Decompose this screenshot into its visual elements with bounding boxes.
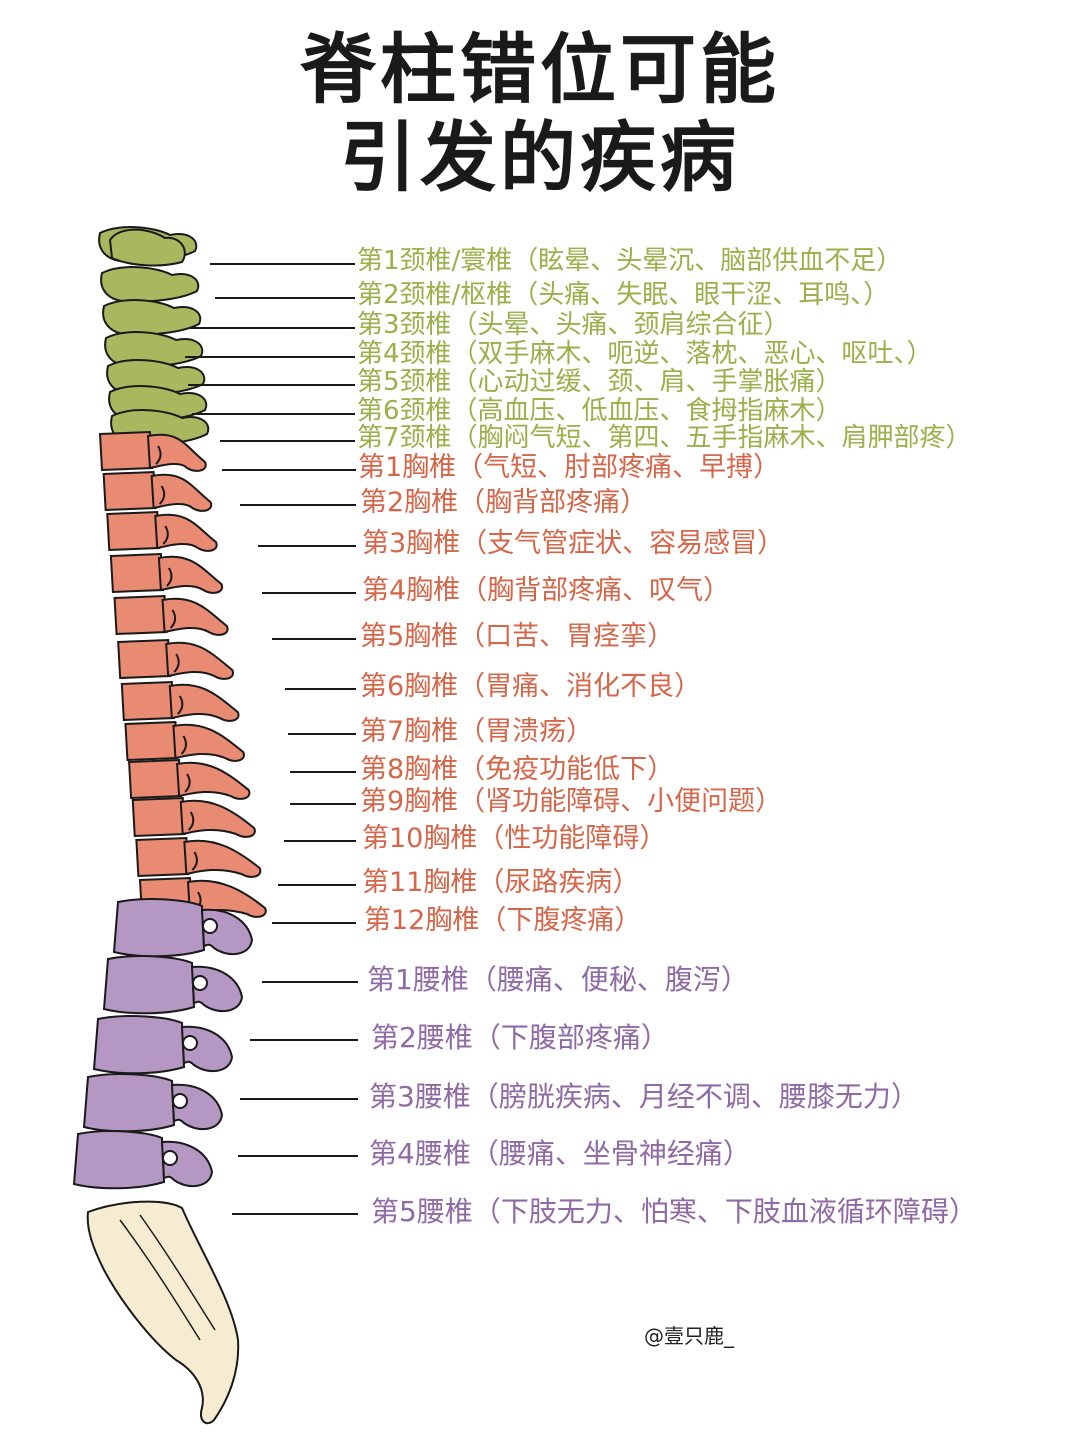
thoracic-vertebra xyxy=(128,758,251,800)
thoracic-vertebra-label: 第1胸椎（气短、肘部疼痛、早搏） xyxy=(358,452,781,483)
lumbar-vertebra xyxy=(92,1015,234,1075)
thoracic-vertebra xyxy=(131,796,256,838)
lumbar-vertebra xyxy=(102,955,244,1015)
lumbar-vertebra xyxy=(82,1073,224,1133)
cervical-vertebra-label: 第5颈椎（心动过缓、颈、肩、手掌胀痛） xyxy=(357,367,842,397)
spine-column xyxy=(72,226,267,1425)
atlas-vertebra xyxy=(108,228,186,267)
lumbar-vertebra xyxy=(112,898,254,958)
thoracic-vertebra-label: 第6胸椎（胃痛、消化不良） xyxy=(360,671,702,702)
thoracic-vertebra xyxy=(106,510,218,552)
lumbar-vertebrae xyxy=(72,898,254,1190)
thoracic-vertebra-label: 第7胸椎（胃溃疡） xyxy=(360,716,594,747)
thoracic-vertebra-label: 第3胸椎（支气管症状、容易感冒） xyxy=(362,528,785,559)
cervical-vertebra xyxy=(102,299,202,336)
thoracic-vertebra-label: 第8胸椎（免疫功能低下） xyxy=(360,754,675,785)
thoracic-vertebra-label: 第9胸椎（肾功能障碍、小便问题） xyxy=(360,786,783,817)
cervical-vertebra xyxy=(100,266,200,303)
thoracic-vertebra-label: 第5胸椎（口苦、胃痉挛） xyxy=(360,621,675,652)
title-line-1: 脊柱错位可能 xyxy=(300,25,780,114)
cervical-vertebra-label: 第7颈椎（胸闷气短、第四、五手指麻木、肩胛部疼） xyxy=(357,423,972,453)
author-watermark: @壹只鹿_ xyxy=(644,1324,734,1348)
thoracic-vertebra xyxy=(98,430,207,472)
cervical-vertebra-label: 第1颈椎/寰椎（眩晕、头晕沉、脑部供血不足） xyxy=(357,246,903,276)
lumbar-vertebra xyxy=(72,1130,214,1190)
lumbar-vertebra-label: 第1腰椎（腰痛、便秘、腹泻） xyxy=(367,963,749,996)
thoracic-vertebra xyxy=(113,594,229,636)
thoracic-vertebra-label: 第4胸椎（胸背部疼痛、叹气） xyxy=(362,575,731,606)
thoracic-vertebra-label: 第12胸椎（下腹疼痛） xyxy=(364,905,642,936)
lumbar-vertebra-label: 第4腰椎（腰痛、坐骨神经痛） xyxy=(369,1137,751,1170)
thoracic-vertebra xyxy=(109,552,224,594)
thoracic-vertebra-label: 第11胸椎（尿路疾病） xyxy=(362,867,640,898)
lumbar-vertebra-label: 第3腰椎（膀胱疾病、月经不调、腰膝无力） xyxy=(369,1080,919,1113)
thoracic-vertebra xyxy=(117,638,235,680)
thoracic-vertebra xyxy=(135,836,262,878)
thoracic-vertebra xyxy=(120,680,240,722)
thoracic-vertebra-label: 第10胸椎（性功能障碍） xyxy=(362,823,667,854)
thoracic-vertebra-label: 第2胸椎（胸背部疼痛） xyxy=(360,487,648,518)
cervical-vertebra-label: 第4颈椎（双手麻木、呃逆、落枕、恶心、呕吐、） xyxy=(357,339,933,369)
cervical-vertebrae xyxy=(98,226,210,446)
sacrum-detail xyxy=(119,1214,216,1341)
sacrum xyxy=(86,1200,240,1425)
title-line-2: 引发的疾病 xyxy=(340,113,740,202)
thoracic-vertebra xyxy=(124,720,245,762)
lumbar-vertebra-label: 第2腰椎（下腹部疼痛） xyxy=(371,1021,669,1054)
cervical-vertebra-label: 第3颈椎（头晕、头痛、颈肩综合征） xyxy=(357,310,790,340)
thoracic-vertebra xyxy=(102,470,213,512)
lumbar-vertebra-label: 第5腰椎（下肢无力、怕寒、下肢血液循环障碍） xyxy=(371,1195,977,1228)
cervical-vertebra-label: 第2颈椎/枢椎（头痛、失眠、眼干涩、耳鸣、） xyxy=(357,280,890,310)
cervical-vertebra-label: 第6颈椎（高血压、低血压、食拇指麻木） xyxy=(357,396,842,426)
